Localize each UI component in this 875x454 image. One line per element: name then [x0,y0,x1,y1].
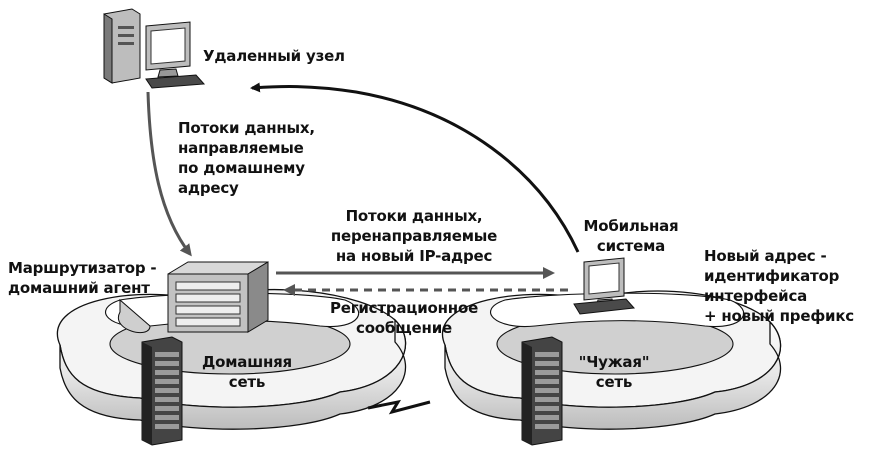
home-server-icon [141,336,183,446]
remote-node-workstation-icon [103,8,206,89]
remote-node-label: Удаленный узел [203,47,345,65]
redirect-flow-label: Потоки данных, перенаправляемые на новый… [314,206,514,266]
mobile-to-remote-arrow [250,82,580,253]
mobile-system-computer-icon [573,257,636,315]
mobile-system-label-line: система [596,237,666,255]
home-flow-label-line: направляемые [178,139,304,157]
router-label: Маршрутизатор - домашний агент [8,258,157,298]
network-link-icon [367,399,431,415]
registration-label: Регистрационное сообщение [318,298,490,338]
redirect-flow-label-line: перенаправляемые [330,227,498,245]
foreign-network-label-line: сеть [595,373,633,391]
new-address-label-line: + новый префикс [704,307,854,325]
mobile-system-label: Мобильная система [576,216,686,256]
home-flow-label: Потоки данных, направляемые по домашнему… [178,118,315,198]
home-agent-router-icon [167,261,269,333]
redirect-flow-label-line: Потоки данных, [345,207,483,225]
home-flow-label-line: Потоки данных, [178,119,315,137]
registration-label-line: сообщение [356,319,452,337]
redirect-flow-label-line: на новый IP-адрес [335,247,493,265]
new-address-label-line: идентификатор [704,267,840,285]
foreign-network-label-line: "Чужая" [578,353,650,371]
home-network-label-line: сеть [228,373,266,391]
new-address-label-line: Новый адрес - [704,247,827,265]
foreign-network-label: "Чужая" сеть [566,352,662,392]
registration-label-line: Регистрационное [329,299,479,317]
home-address-flow-arrow [146,91,192,257]
foreign-server-icon [521,336,563,446]
new-address-label-line: интерфейса [704,287,808,305]
home-flow-label-line: по домашнему [178,159,305,177]
router-label-line: домашний агент [8,279,150,297]
mobile-system-label-line: Мобильная [583,217,679,235]
home-network-label-line: Домашняя [201,353,292,371]
router-label-line: Маршрутизатор - [8,259,157,277]
home-network-label: Домашняя сеть [192,352,302,392]
new-address-label: Новый адрес - идентификатор интерфейса +… [704,246,854,326]
home-flow-label-line: адресу [178,179,239,197]
